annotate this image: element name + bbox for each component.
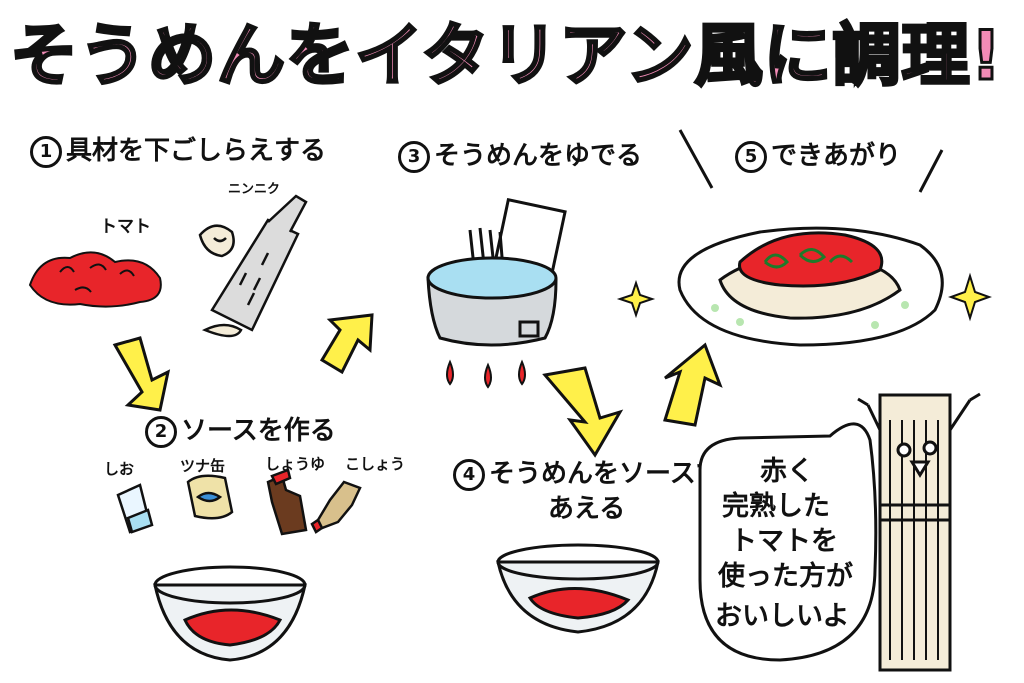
salt-shaker (116, 483, 154, 534)
pepper-shaker (310, 480, 362, 534)
speech-line-2: 完熟した (722, 491, 830, 522)
step-3-number: 3 (398, 140, 430, 173)
label-garlic: ニンニク (228, 182, 281, 197)
step-1-number: 1 (30, 135, 62, 168)
speech-line-3: トマトを (730, 526, 838, 557)
finished-plate (677, 226, 944, 347)
page-title: そうめんをイタリアン風に調理! (9, 16, 1004, 98)
label-tomato: トマト (100, 217, 151, 237)
grater (201, 194, 308, 338)
step-4-number: 4 (453, 458, 485, 491)
arrow-step3-to-step4 (542, 366, 624, 458)
speech-bubble (698, 422, 878, 662)
step-4-label-line1: そうめんをソースで (489, 459, 722, 489)
boiling-pot (426, 198, 567, 389)
step-4-label-line2: あえる (548, 494, 626, 524)
decor-lines (678, 129, 944, 193)
speech-line-5: おいしいよ (715, 601, 850, 632)
arrow-step4-to-step5 (663, 342, 723, 427)
label-salt: しお (104, 460, 135, 478)
step-2-label: ソースを作る (181, 416, 336, 446)
step-5-number: 5 (735, 140, 767, 173)
tuna-can (186, 474, 234, 520)
step-5-label: できあがり (771, 141, 902, 171)
somen-mascot (857, 392, 981, 672)
sparkle-icon (616, 272, 992, 322)
label-soy: しょうゆ (265, 455, 326, 473)
sauce-bowl (153, 565, 307, 662)
step-3-label: そうめんをゆでる (434, 141, 643, 171)
arrow-step2-to-step3 (319, 313, 374, 375)
arrow-step1-to-step2 (112, 336, 171, 412)
soy-sauce-bottle (266, 468, 308, 536)
tomato-pile (28, 251, 162, 308)
step-2-number: 2 (145, 415, 177, 448)
label-tuna: ツナ缶 (180, 457, 226, 475)
speech-line-1: 赤く (760, 456, 814, 487)
step-1-label: 具材を下ごしらえする (66, 136, 327, 166)
mixing-bowl (496, 543, 660, 634)
garlic-clove (198, 224, 235, 258)
label-pepper: こしょう (345, 455, 406, 473)
speech-line-4: 使った方が (718, 561, 853, 592)
